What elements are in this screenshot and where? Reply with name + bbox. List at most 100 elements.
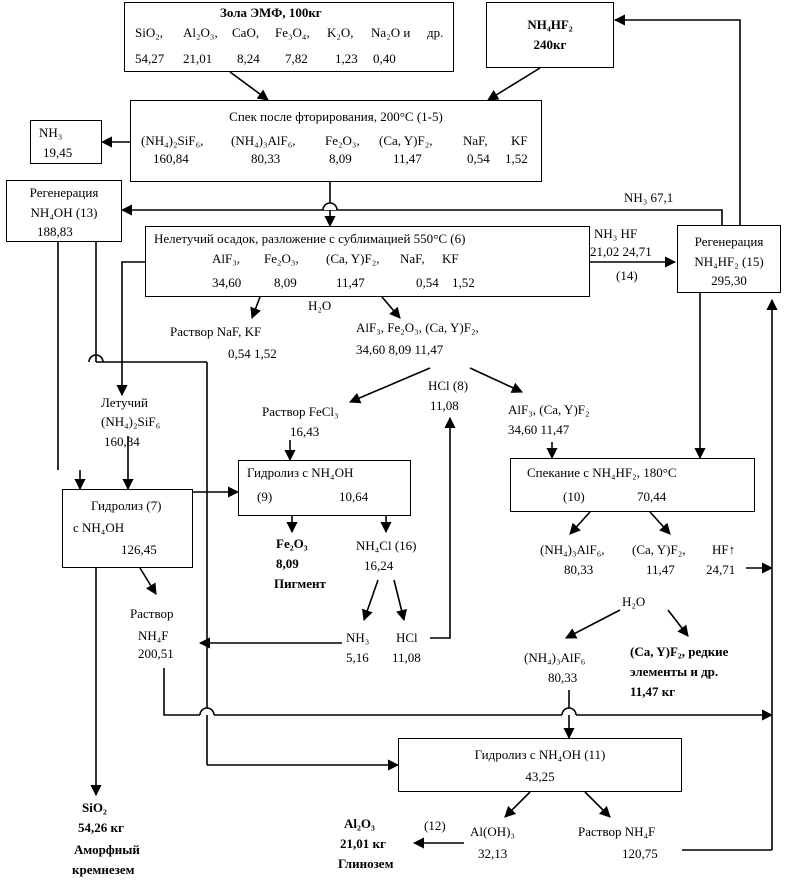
fe2o3-name: Пигмент xyxy=(274,576,326,591)
nh4alf6-value: 80,33 xyxy=(548,670,578,685)
out10-a-value: 80,33 xyxy=(564,562,594,577)
nonvolatile-residue-box: Нелетучий осадок, разложение с сублимаци… xyxy=(145,226,590,297)
mix1-values: 34,60 8,09 11,47 xyxy=(356,342,444,357)
sinter-val-5: 0,54 xyxy=(467,151,490,166)
nh3-recycle-label: NH₃ 67,1 xyxy=(624,190,674,205)
nh4f-solution-b-label: Раствор NH₄F xyxy=(578,824,656,839)
al2o3-formula: Al₂O₃ xyxy=(344,816,375,831)
ash-val-3: 8,24 xyxy=(237,51,260,66)
alf3-cayf2-label: AlF₃, (Ca, Y)F₂ xyxy=(508,402,590,417)
out10-c-label: HF↑ xyxy=(712,542,736,557)
ash-title: Зола ЭМФ, 100кг xyxy=(220,5,322,20)
out10-c-value: 24,71 xyxy=(706,562,736,577)
nh4alf6-label: (NH₄)₃AlF₆ xyxy=(524,650,586,665)
out10-a-label: (NH₄)₃AlF₆, xyxy=(540,542,605,557)
gas14-label: NH₃ HF xyxy=(594,226,638,241)
regen13-formula: NH₄OH (13) xyxy=(30,205,98,220)
sinter-comp-4: (Ca, Y)F₂, xyxy=(379,133,433,148)
ash-feed-box: Зола ЭМФ, 100кг SiO₂, Al₂O₃, CaO, Fe₃O₄,… xyxy=(124,2,454,72)
residue-val-2: 8,09 xyxy=(274,275,297,290)
step12-label: (12) xyxy=(424,818,446,833)
hydrolysis-11-box: Гидролиз с NH₄OH (11) 43,25 xyxy=(398,738,682,792)
nh4f-solution-a-formula: NH₄F xyxy=(138,628,169,643)
sio2-name-line2: кремнезем xyxy=(72,862,135,877)
hydro9-step: (9) xyxy=(257,489,273,504)
hcl-b-label: HCl xyxy=(396,630,418,645)
sinter-val-1: 160,84 xyxy=(153,151,189,166)
regeneration-13-box: Регенерация NH₄OH (13) 188,83 xyxy=(6,180,122,242)
fe2o3-value: 8,09 xyxy=(276,556,299,571)
residue-comp-3: (Ca, Y)F₂, xyxy=(326,251,380,266)
residue-val-1: 34,60 xyxy=(212,275,242,290)
sinter10-step: (10) xyxy=(563,489,585,504)
ash-comp-6: Na₂O и xyxy=(371,25,411,40)
ash-val-1: 54,27 xyxy=(135,51,165,66)
gas14-values: 21,02 24,71 xyxy=(590,244,652,259)
volatile-title: Летучий xyxy=(101,395,148,410)
nh3-formula: NH₃ xyxy=(39,125,63,140)
hcl8-value: 11,08 xyxy=(430,398,459,413)
ash-val-4: 7,82 xyxy=(285,51,308,66)
water-label-b: H₂O xyxy=(622,594,646,609)
sinter-comp-1: (NH₄)₂SiF₆, xyxy=(141,133,204,148)
naf-solution-label: Раствор NaF, KF xyxy=(170,324,262,339)
fecl3-value: 16,43 xyxy=(290,424,320,439)
nh4hf2-amount: 240кг xyxy=(533,37,567,52)
alf3-cayf2-values: 34,60 11,47 xyxy=(508,422,570,437)
out10-b-value: 11,47 xyxy=(646,562,675,577)
aloh3-label: Al(OH)₃ xyxy=(470,824,515,839)
hydrolysis-7-box: Гидролиз (7) с NH₄OH 126,45 xyxy=(62,489,193,568)
regen15-value: 295,30 xyxy=(711,273,747,288)
residue-val-5: 1,52 xyxy=(452,275,475,290)
ash-comp-3: CaO, xyxy=(232,25,260,40)
nh4f-solution-a-value: 200,51 xyxy=(138,646,174,661)
sinter-comp-6: KF xyxy=(511,133,528,148)
sinter-val-2: 80,33 xyxy=(251,151,281,166)
al2o3-value: 21,01 кг xyxy=(340,836,386,851)
nh4hf2-formula: NH₄HF₂ xyxy=(527,17,573,32)
sinter-comp-2: (NH₄)₃AlF₆, xyxy=(231,133,296,148)
water-label-a: H₂O xyxy=(308,298,332,313)
sinter-title: Спек после фторирования, 200°С (1-5) xyxy=(229,109,443,124)
ash-val-6: 0,40 xyxy=(373,51,396,66)
residue-comp-1: AlF₃, xyxy=(212,251,241,266)
sinter-val-6: 1,52 xyxy=(505,151,528,166)
ash-comp-1: SiO₂, xyxy=(135,25,164,40)
volatile-formula: (NH₄)₂SiF₆ xyxy=(101,414,161,429)
cayf2-product-line2: элементы и др. xyxy=(630,664,719,679)
hcl-b-value: 11,08 xyxy=(392,650,421,665)
cayf2-product-line1: (Ca, Y)F₂, редкие xyxy=(630,644,729,659)
fe2o3-formula: Fe₂O₃ xyxy=(276,536,308,551)
sio2-formula: SiO₂ xyxy=(82,800,107,815)
regeneration-15-box: Регенерация NH₄HF₂ (15) 295,30 xyxy=(677,225,781,293)
regen15-title: Регенерация xyxy=(694,234,764,249)
nh4hf2-feed-box: NH₄HF₂ 240кг xyxy=(486,2,614,68)
regen13-value: 188,83 xyxy=(37,224,73,239)
ash-comp-5: K₂O, xyxy=(327,25,354,40)
regen15-formula: NH₄HF₂ (15) xyxy=(694,254,764,269)
hydro7-value: 126,45 xyxy=(121,542,157,557)
hydro11-title: Гидролиз с NH₄OH (11) xyxy=(474,747,606,762)
ash-val-5: 1,23 xyxy=(335,51,358,66)
residue-comp-5: KF xyxy=(442,251,459,266)
regen13-title: Регенерация xyxy=(29,185,99,200)
sinter-comp-5: NaF, xyxy=(463,133,488,148)
residue-val-4: 0,54 xyxy=(416,275,439,290)
nh3-output-box: NH₃ 19,45 xyxy=(30,120,102,164)
sinter-val-3: 8,09 xyxy=(329,151,352,166)
hydro9-value: 10,64 xyxy=(339,489,369,504)
residue-title: Нелетучий осадок, разложение с сублимаци… xyxy=(154,231,466,246)
sinter-comp-3: Fe₂O₃, xyxy=(325,133,360,148)
gas14-step: (14) xyxy=(616,268,638,283)
volatile-value: 160,84 xyxy=(104,434,140,449)
sinter-val-4: 11,47 xyxy=(393,151,422,166)
nh4f-solution-a-label: Раствор xyxy=(130,606,174,621)
cayf2-product-line3: 11,47 кг xyxy=(630,684,676,699)
fluorination-sinter-box: Спек после фторирования, 200°С (1-5) (NH… xyxy=(130,100,542,182)
ash-comp-7: др. xyxy=(427,25,444,40)
nh4cl-label: NH₄Cl (16) xyxy=(356,538,417,553)
nh4f-solution-b-value: 120,75 xyxy=(622,846,658,861)
ash-comp-2: Al₂O₃, xyxy=(183,25,218,40)
